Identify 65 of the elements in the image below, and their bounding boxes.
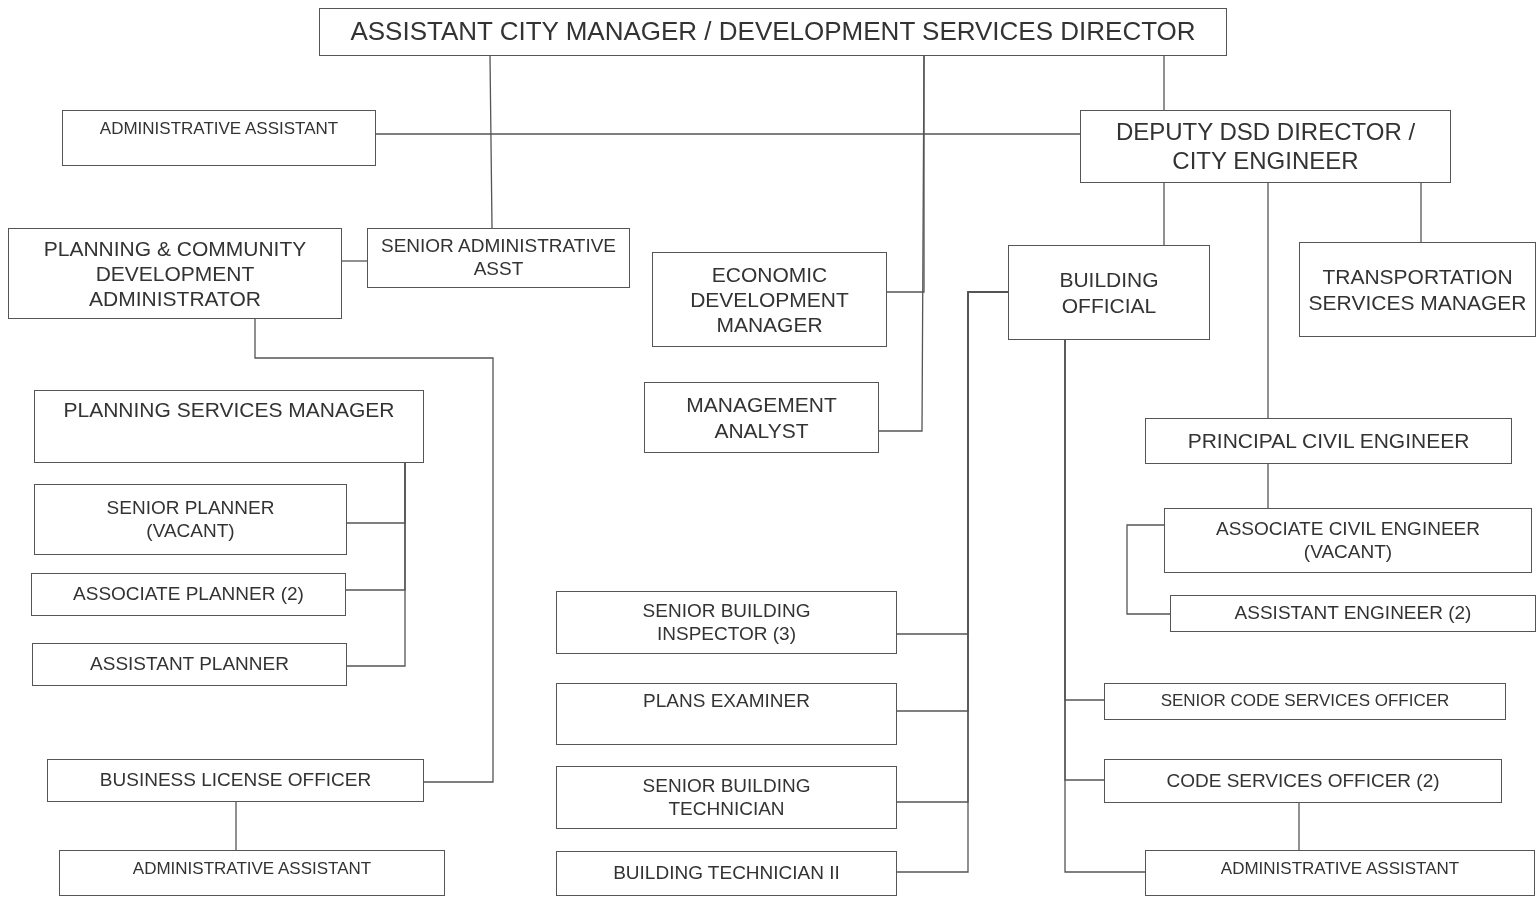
position-title: ADMINISTRATIVE ASSISTANT xyxy=(1220,859,1460,880)
position-box xyxy=(367,228,630,288)
position-title: MANAGEMENT ANALYST xyxy=(685,392,838,443)
position-title: BUILDING TECHNICIAN II xyxy=(613,862,840,885)
position-box xyxy=(556,766,897,829)
position-box xyxy=(59,850,445,896)
position-box xyxy=(62,110,376,166)
position-box xyxy=(644,382,879,453)
position-box xyxy=(556,683,897,745)
position-box xyxy=(1299,242,1536,337)
position-title: SENIOR ADMINISTRATIVE ASST xyxy=(379,235,618,281)
connector-line xyxy=(878,55,925,432)
connector-line xyxy=(341,260,368,262)
position-box xyxy=(1104,759,1502,803)
connector-line xyxy=(346,462,406,667)
position-box xyxy=(1104,683,1506,720)
position-title: SENIOR BUILDING INSPECTOR (3) xyxy=(641,599,812,646)
position-title: TRANSPORTATION SERVICES MANAGER xyxy=(1307,264,1528,315)
position-box xyxy=(34,484,347,555)
position-title: BUSINESS LICENSE OFFICER xyxy=(99,769,372,792)
position-title: SENIOR CODE SERVICES OFFICER xyxy=(1160,691,1450,712)
position-box xyxy=(1008,245,1210,340)
position-box xyxy=(32,643,347,686)
position-title: BUILDING OFFICIAL xyxy=(1058,267,1160,318)
position-box xyxy=(319,8,1227,56)
connector-line xyxy=(1163,182,1165,246)
position-box xyxy=(1164,508,1532,573)
position-title: ASSOCIATE PLANNER (2) xyxy=(73,583,304,606)
position-box xyxy=(8,228,342,319)
connector-line xyxy=(1420,182,1422,243)
position-title: ASSISTANT CITY MANAGER / DEVELOPMENT SERVICES DIRECTOR xyxy=(350,16,1196,48)
position-box xyxy=(1145,418,1512,464)
connector-line xyxy=(1126,524,1171,615)
connector-line xyxy=(1064,339,1146,873)
position-box xyxy=(556,591,897,654)
position-title: ASSOCIATE CIVIL ENGINEER (VACANT) xyxy=(1215,517,1481,564)
connector-line xyxy=(254,318,494,783)
connector-line xyxy=(1267,182,1269,419)
position-title: ECONOMIC DEVELOPMENT MANAGER xyxy=(689,261,850,338)
position-title: DEPUTY DSD DIRECTOR / CITY ENGINEER xyxy=(1115,117,1416,176)
connector-line xyxy=(489,55,493,229)
position-title: ADMINISTRATIVE ASSISTANT xyxy=(132,859,372,880)
position-box xyxy=(31,573,346,616)
position-title: PLANS EXAMINER xyxy=(643,690,810,713)
connector-line xyxy=(1267,463,1269,509)
connector-line xyxy=(1298,802,1300,851)
position-title: PLANNING SERVICES MANAGER xyxy=(63,397,395,423)
position-title: PRINCIPAL CIVIL ENGINEER xyxy=(1187,428,1470,454)
position-title: ADMINISTRATIVE ASSISTANT xyxy=(99,119,339,140)
position-box xyxy=(34,390,424,463)
position-box xyxy=(652,252,887,347)
position-box xyxy=(1145,850,1535,896)
position-box xyxy=(1080,110,1451,183)
position-title: PLANNING & COMMUNITY DEVELOPMENT ADMINISTRATOR xyxy=(42,235,308,312)
position-title: ASSISTANT ENGINEER (2) xyxy=(1234,602,1472,625)
position-box xyxy=(1170,595,1536,632)
position-title: SENIOR PLANNER (VACANT) xyxy=(105,496,276,543)
position-box xyxy=(556,851,897,896)
position-box xyxy=(47,759,424,802)
connector-line xyxy=(1163,55,1165,111)
position-title: ASSISTANT PLANNER xyxy=(90,653,289,676)
position-title: CODE SERVICES OFFICER (2) xyxy=(1166,769,1440,793)
connector-line xyxy=(235,801,237,851)
position-title: SENIOR BUILDING TECHNICIAN xyxy=(641,774,812,821)
connector-line xyxy=(375,133,1081,135)
